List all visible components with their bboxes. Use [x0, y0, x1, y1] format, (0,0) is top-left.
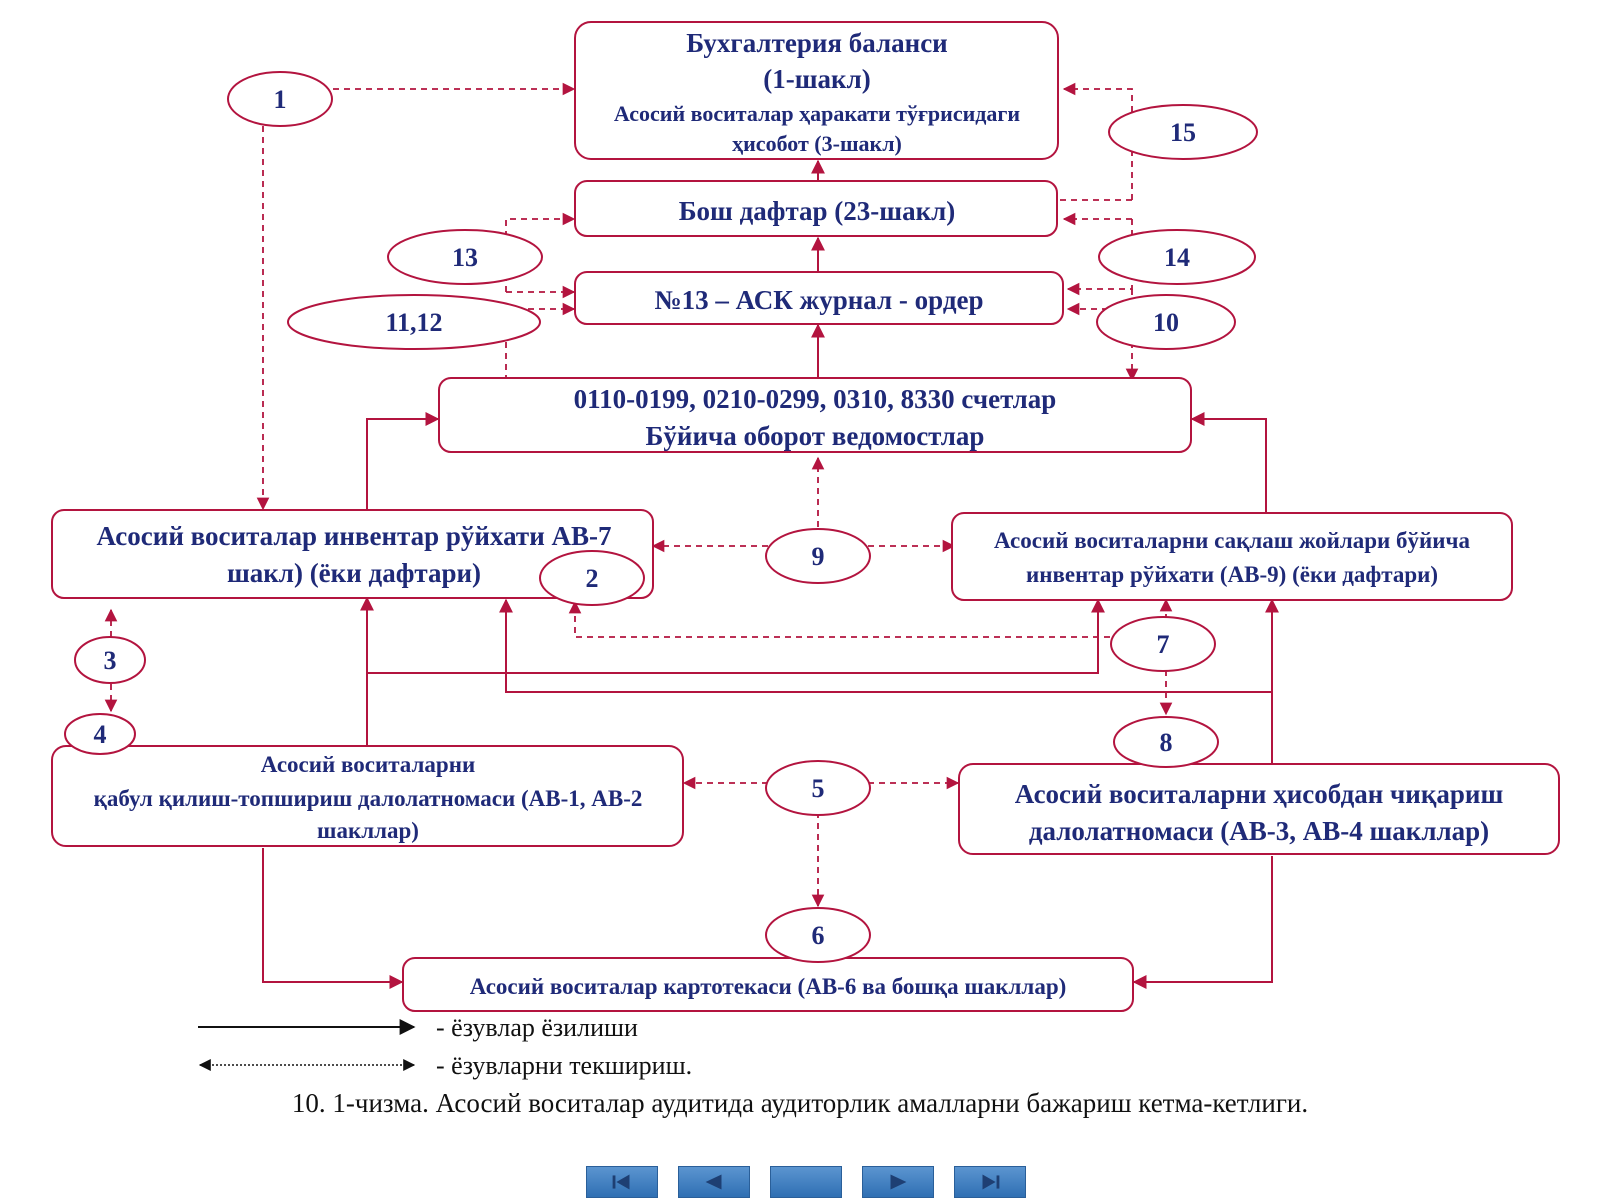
- step-13: 13: [387, 229, 543, 285]
- svg-text:14: 14: [1164, 243, 1190, 272]
- journal-label: №13 – АСК журнал - ордер: [655, 285, 984, 315]
- previous-page-button[interactable]: [678, 1166, 750, 1198]
- step-15: 15: [1108, 104, 1258, 160]
- first-page-button[interactable]: [586, 1166, 658, 1198]
- svg-text:1: 1: [274, 85, 287, 114]
- figure-caption: 10. 1-чизма. Асосий воситалар аудитида а…: [291, 1088, 1309, 1118]
- box-cardfile: Асосий воситалар картотекаси (АВ-6 ва бо…: [402, 957, 1134, 1012]
- svg-text:8: 8: [1160, 728, 1173, 757]
- acceptance-line2: қабул қилиш-топшириш далолатномаси (АВ-1…: [94, 786, 643, 811]
- step-10: 10: [1096, 294, 1236, 350]
- svg-text:10: 10: [1153, 308, 1179, 337]
- ledger-label: Бош дафтар (23-шакл): [679, 196, 956, 226]
- step-11-12: 11,12: [287, 294, 541, 350]
- legend: - ёзувлар ёзилиши - ёзувларни текшириш.: [198, 1013, 692, 1080]
- balance-line4: ҳисобот (3-шакл): [732, 131, 902, 156]
- first-page-icon: [612, 1174, 630, 1190]
- box-acceptance: Асосий воситаларни қабул қилиш-топшириш …: [51, 745, 684, 847]
- last-page-icon: [982, 1174, 1000, 1190]
- svg-text:2: 2: [586, 564, 599, 593]
- cardfile-label: Асосий воситалар картотекаси (АВ-6 ва бо…: [470, 974, 1067, 999]
- last-page-button[interactable]: [954, 1166, 1026, 1198]
- svg-text:4: 4: [94, 720, 107, 749]
- next-page-icon: [890, 1174, 907, 1190]
- svg-text:13: 13: [452, 243, 478, 272]
- box-statements: 0110-0199, 0210-0299, 0310, 8330 счетлар…: [438, 377, 1192, 453]
- box-journal: №13 – АСК журнал - ордер: [574, 271, 1064, 325]
- step-14: 14: [1098, 229, 1256, 285]
- acceptance-line3: шакллар): [317, 818, 419, 843]
- box-balance: Бухгалтерия баланси (1-шакл) Асосий воси…: [574, 21, 1059, 160]
- svg-text:9: 9: [812, 542, 825, 571]
- svg-text:6: 6: [812, 921, 825, 950]
- step-4: 4: [64, 713, 136, 755]
- step-7: 7: [1110, 616, 1216, 672]
- balance-line1: Бухгалтерия баланси: [686, 28, 947, 58]
- balance-line2: (1-шакл): [763, 64, 870, 94]
- acceptance-line1: Асосий воситаларни: [261, 752, 475, 777]
- av9-line2: инвентар рўйхати (АВ-9) (ёки дафтари): [1026, 562, 1438, 587]
- blank-button[interactable]: [770, 1166, 842, 1198]
- writeoff-line1: Асосий воситаларни ҳисобдан чиқариш: [1015, 779, 1504, 809]
- box-writeoff: Асосий воситаларни ҳисобдан чиқариш дало…: [958, 763, 1560, 855]
- step-5: 5: [765, 760, 871, 816]
- av7-line2: шакл) (ёки дафтари): [227, 558, 481, 588]
- box-ledger: Бош дафтар (23-шакл): [574, 180, 1058, 237]
- statements-line2: Бўйича оборот ведомостлар: [646, 421, 985, 451]
- step-8: 8: [1113, 716, 1219, 768]
- svg-text:7: 7: [1157, 630, 1170, 659]
- legend-dotted-label: - ёзувларни текшириш.: [436, 1051, 692, 1080]
- box-inventory-av7: Асосий воситалар инвентар рўйхати АВ-7 ш…: [51, 509, 654, 599]
- step-9: 9: [765, 528, 871, 584]
- av7-line1: Асосий воситалар инвентар рўйхати АВ-7: [96, 521, 611, 551]
- svg-text:15: 15: [1170, 118, 1196, 147]
- svg-text:11,12: 11,12: [385, 308, 442, 337]
- step-2: 2: [539, 550, 645, 606]
- av9-line1: Асосий воситаларни сақлаш жойлари бўйича: [994, 528, 1471, 553]
- previous-page-icon: [705, 1174, 722, 1190]
- step-6: 6: [765, 907, 871, 963]
- step-3: 3: [74, 636, 146, 684]
- writeoff-line2: далолатномаси (АВ-3, АВ-4 шакллар): [1029, 816, 1489, 846]
- box-inventory-av9: Асосий воситаларни сақлаш жойлари бўйича…: [951, 512, 1513, 601]
- balance-line3: Асосий воситалар ҳаракати тўғрисидаги: [614, 101, 1020, 126]
- svg-text:3: 3: [104, 646, 117, 675]
- svg-text:5: 5: [812, 774, 825, 803]
- next-page-button[interactable]: [862, 1166, 934, 1198]
- legend-solid-label: - ёзувлар ёзилиши: [436, 1013, 638, 1042]
- statements-line1: 0110-0199, 0210-0299, 0310, 8330 счетлар: [574, 384, 1057, 414]
- step-1: 1: [227, 71, 333, 127]
- solid-connectors: [262, 159, 1279, 989]
